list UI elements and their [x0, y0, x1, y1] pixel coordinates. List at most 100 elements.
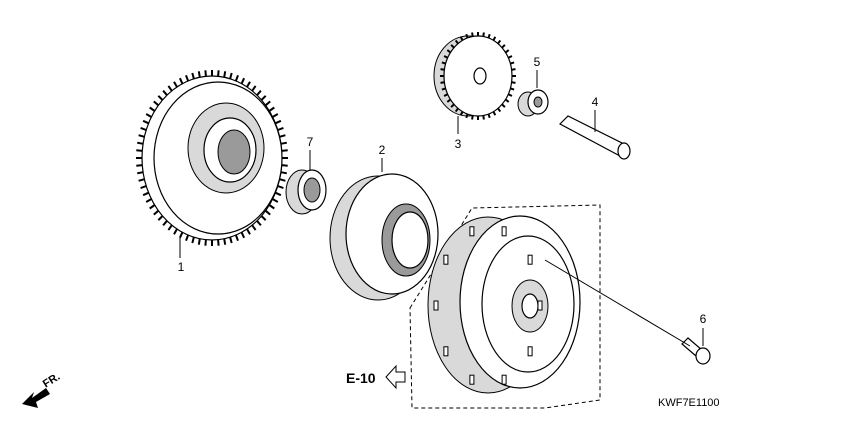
gear-tooth: [157, 215, 164, 221]
gear-tooth: [136, 149, 143, 152]
gear-tooth: [149, 204, 156, 210]
callout-label-6: 6: [700, 312, 707, 326]
flywheel-slot: [433, 300, 439, 311]
gear-tooth: [268, 204, 275, 210]
callout-label-3: 3: [455, 137, 462, 151]
callout-5: 5: [534, 55, 541, 88]
gear-tooth: [251, 85, 257, 92]
gear-tooth: [142, 191, 150, 197]
gear-tooth: [272, 198, 279, 203]
callout-1: 1: [178, 238, 185, 274]
gear-tooth: [509, 61, 515, 65]
flywheel-slot: [537, 300, 543, 311]
gear-tooth: [223, 238, 227, 245]
part-2-one-way-clutch: [329, 173, 439, 301]
flywheel-slot: [527, 346, 533, 357]
flywheel-slot: [469, 226, 475, 237]
gear-tooth: [138, 178, 145, 182]
gear-tooth: [441, 87, 447, 91]
gear-tooth: [264, 209, 271, 216]
front-arrow-icon: [22, 388, 50, 408]
flywheel-slot: [501, 374, 507, 385]
gear-tooth: [277, 185, 284, 190]
gear-tooth: [454, 39, 459, 45]
gear-tooth: [138, 134, 145, 138]
callout-label-2: 2: [379, 143, 386, 157]
gear-tooth: [185, 234, 190, 242]
gear-tooth: [191, 72, 195, 80]
gear-tooth: [145, 198, 152, 203]
gear-tooth: [274, 191, 282, 197]
gear-tooth: [482, 115, 485, 120]
gear-tooth: [441, 61, 447, 65]
gear-tooth: [504, 98, 510, 103]
part-1-starter-driven-gear: [136, 70, 288, 246]
gear-tooth: [178, 77, 184, 85]
gear-tooth: [492, 111, 497, 116]
part-4-idle-gear-shaft: [559, 115, 631, 160]
gear-tooth: [465, 113, 469, 119]
gear-tooth: [240, 77, 246, 85]
gear-tooth: [162, 220, 168, 227]
gear-tooth: [153, 100, 160, 107]
gear-tooth: [185, 74, 190, 82]
front-label: FR.: [41, 371, 62, 391]
flywheel-slot: [527, 254, 533, 265]
reference-e10: E-10: [346, 364, 406, 390]
callout-4: 4: [592, 95, 599, 132]
gear-tooth: [197, 71, 201, 78]
gear-tooth: [507, 93, 513, 97]
gear-tooth: [509, 87, 515, 91]
gear-tooth: [501, 44, 506, 49]
gear-tooth: [140, 185, 147, 190]
gear-tooth: [471, 115, 474, 120]
gear-tooth: [256, 220, 262, 227]
gear-tooth: [223, 71, 227, 78]
part-5-bushing: [517, 89, 549, 117]
flywheel-slot: [469, 374, 475, 385]
gear-tooth: [497, 107, 502, 113]
gear-tooth: [140, 126, 147, 131]
gear-tooth: [443, 93, 449, 97]
gear-tooth: [246, 81, 251, 88]
gear-tooth: [465, 33, 469, 39]
bolt-leader-line: [544, 259, 691, 347]
gear-tooth: [446, 49, 452, 54]
gear-tooth: [167, 224, 173, 231]
flywheel-slot: [443, 254, 449, 265]
gear-tooth: [280, 171, 287, 175]
gear-tooth: [167, 85, 173, 92]
gear-tooth: [260, 215, 267, 221]
gear-tooth: [281, 149, 288, 152]
gear-tooth: [136, 164, 143, 167]
gear-tooth: [274, 119, 282, 125]
callout-2: 2: [379, 143, 386, 172]
gear-tooth: [246, 228, 251, 235]
callout-label-7: 7: [307, 135, 314, 149]
flywheel-slot: [501, 226, 507, 237]
gear-tooth: [173, 81, 178, 88]
front-direction-indicator: FR.: [22, 371, 62, 408]
gear-tooth: [280, 141, 287, 145]
gear-tooth: [507, 55, 513, 59]
gear-tooth: [240, 231, 246, 239]
gear-tooth: [272, 113, 279, 118]
gear-tooth: [492, 36, 497, 41]
gear-tooth: [217, 70, 220, 77]
gear-tooth: [142, 119, 150, 125]
part-3-starter-idle-gear: [433, 32, 516, 120]
gear-tooth: [268, 106, 275, 112]
gear-tooth: [260, 95, 267, 101]
gear-tooth: [279, 134, 286, 138]
gear-tooth: [450, 103, 455, 108]
gear-tooth: [497, 39, 502, 45]
gear-tooth: [234, 234, 239, 242]
gear-tooth: [204, 239, 207, 246]
gear-tooth: [256, 89, 262, 96]
gear-tooth: [443, 55, 449, 59]
gear-tooth: [145, 113, 152, 118]
gear-tooth: [191, 236, 195, 244]
gear-tooth: [459, 111, 464, 116]
gear-tooth: [137, 171, 144, 175]
